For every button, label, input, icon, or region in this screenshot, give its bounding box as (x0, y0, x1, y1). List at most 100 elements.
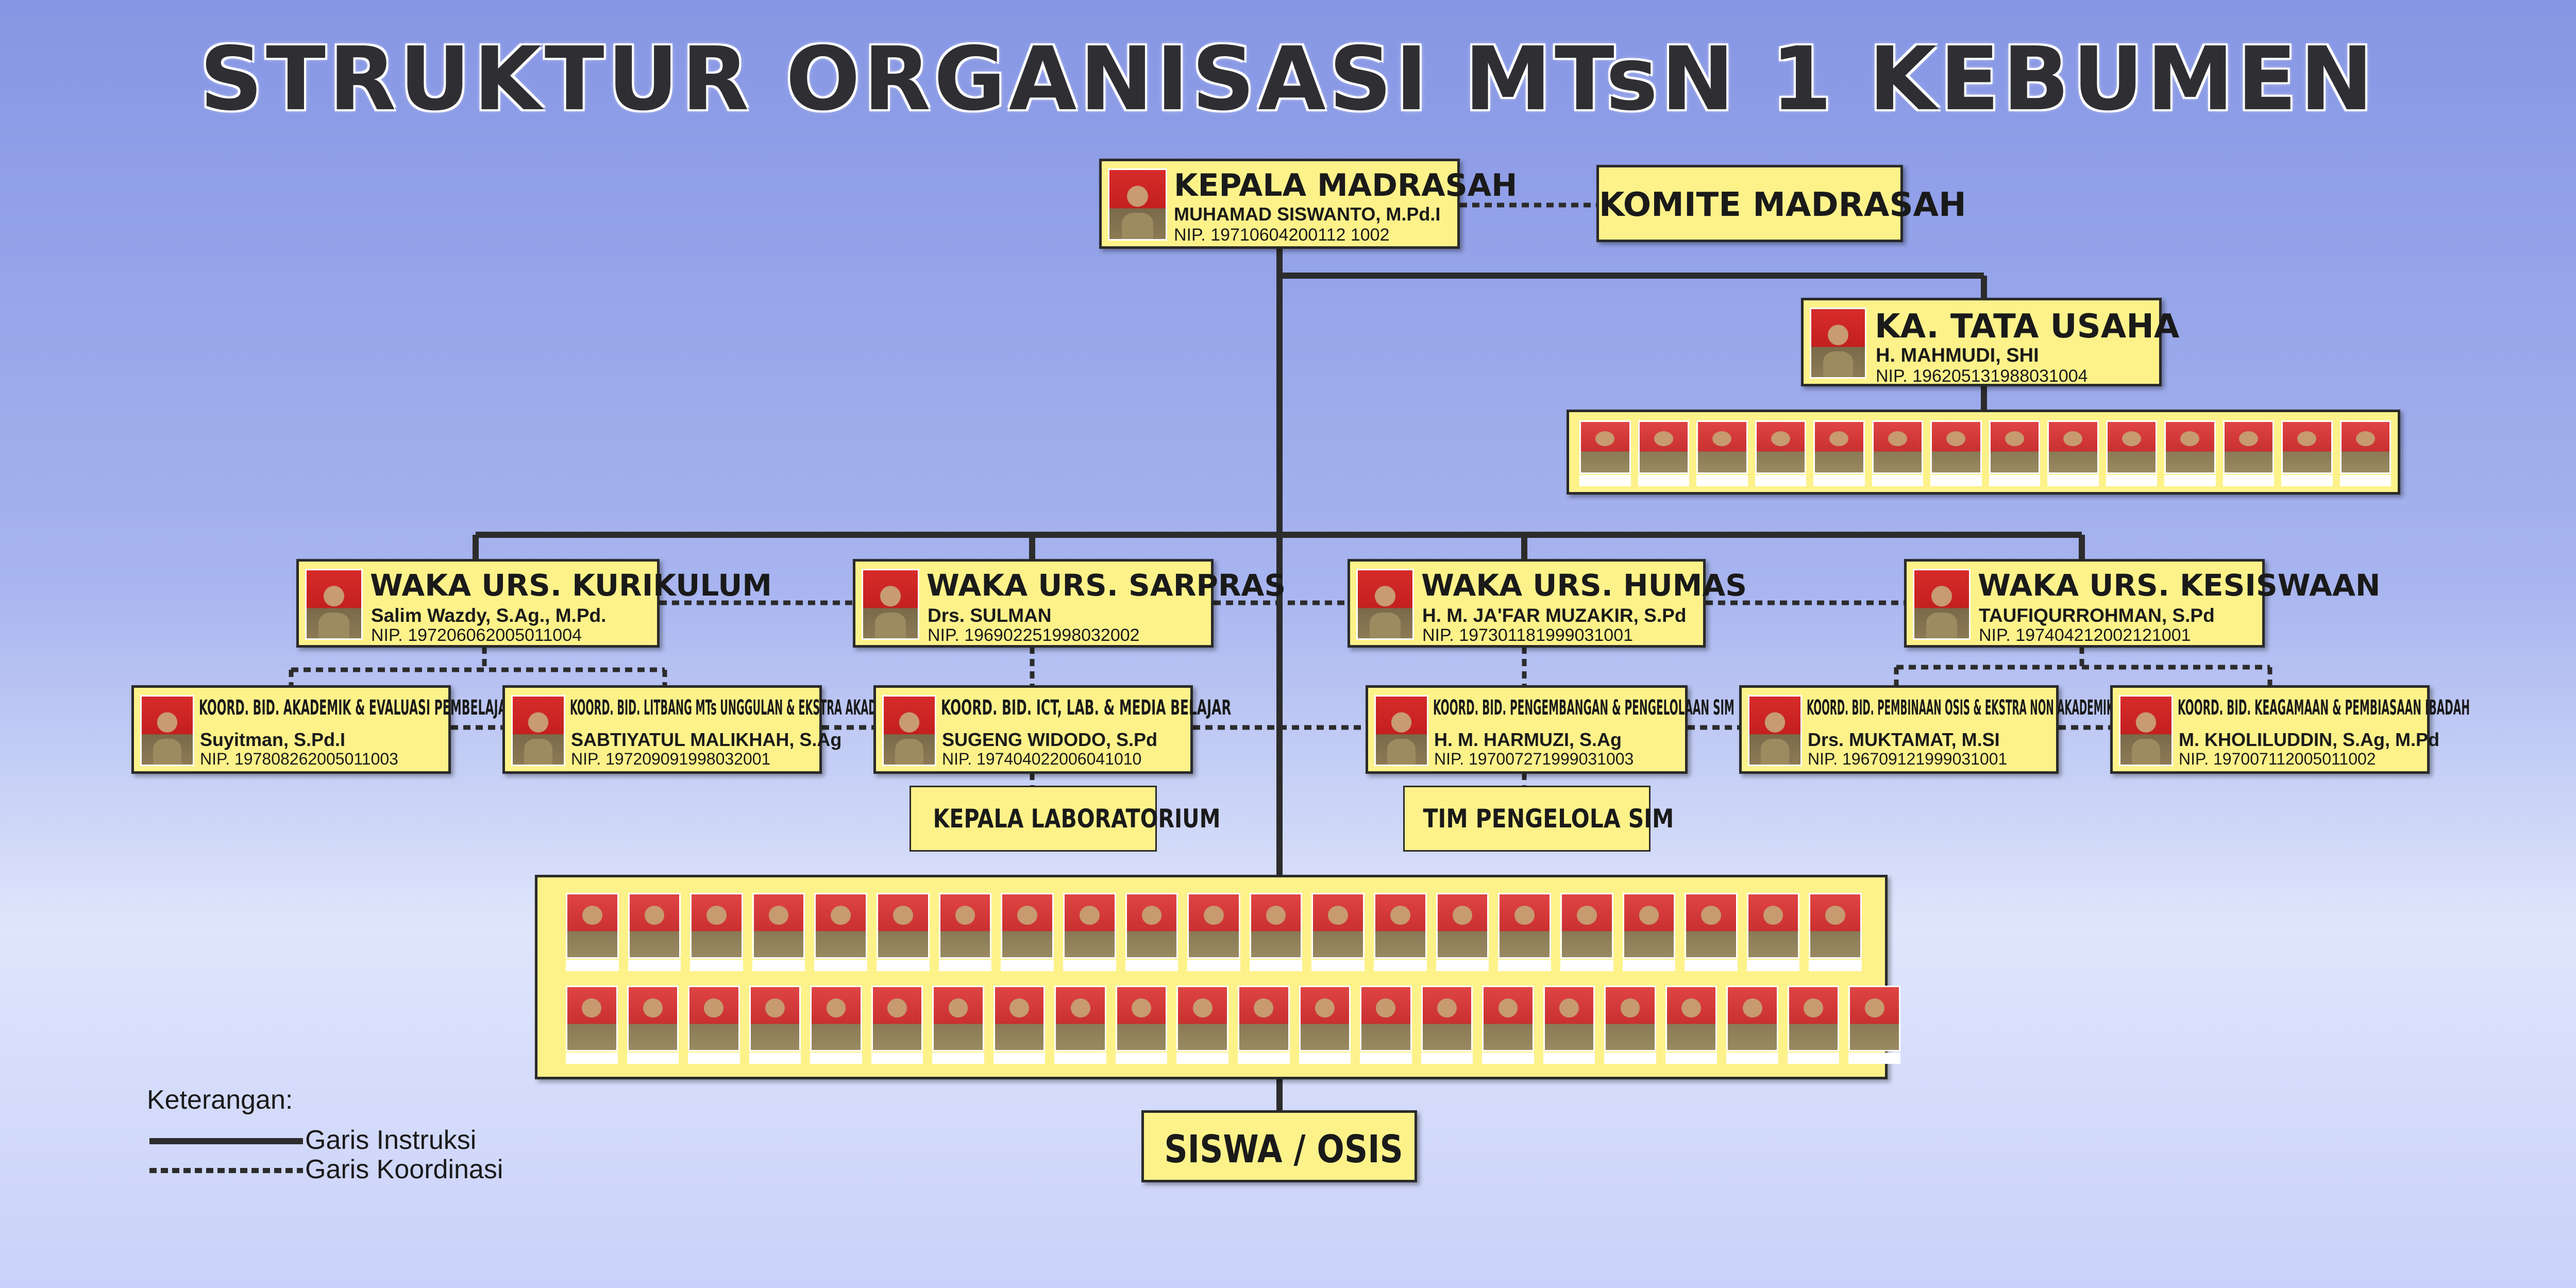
koord-litbang-nip: NIP. 197209091998032001 (571, 750, 771, 768)
tata-usaha-staff-photo (2106, 420, 2157, 474)
koord-ict-photo (882, 695, 936, 766)
waka-humas-photo (1356, 569, 1414, 640)
koord-keagamaan-name: M. KHOLILUDDIN, S.Ag, M.Pd (2179, 729, 2439, 750)
teacher-photo (628, 893, 681, 959)
teacher-item (1809, 893, 1862, 971)
koord-keagamaan-nip: NIP. 197007112005011002 (2179, 750, 2376, 768)
tata-usaha-staff-photo (1813, 420, 1865, 474)
teacher-caption (752, 960, 805, 971)
koord-osis-photo (1748, 695, 1802, 766)
koord-keagamaan-label: KOORD. BID. KEAGAMAAN & PEMBIASAAN IBADA… (2178, 696, 2470, 720)
teacher-photo (690, 893, 743, 959)
teacher-photo (871, 986, 923, 1052)
koord-akademik-photo (140, 695, 194, 766)
waka-humas-name: H. M. JA'FAR MUZAKIR, S.Pd (1422, 605, 1687, 626)
teacher-caption (1125, 960, 1178, 971)
teacher-caption (938, 960, 992, 971)
teacher-photo (810, 986, 862, 1052)
koord-ict-label: KOORD. BID. ICT, LAB. & MEDIA BELAJAR (941, 696, 1232, 720)
legend-title: Keterangan: (147, 1085, 293, 1115)
tata-usaha-staff-item (2164, 420, 2216, 486)
koord-litbang-photo (511, 695, 565, 766)
teacher-item (1622, 893, 1676, 971)
waka-kurikulum-name: Salim Wazdy, S.Ag., M.Pd. (371, 605, 607, 626)
koord-osis-name: Drs. MUKTAMAT, M.SI (1808, 729, 2000, 750)
tata-usaha-staff-photo (1872, 420, 1923, 474)
teacher-caption (1187, 960, 1240, 971)
teacher-photo (1436, 893, 1489, 959)
tata-usaha-staff-photo (1696, 420, 1748, 474)
koord-ict-box: KOORD. BID. ICT, LAB. & MEDIA BELAJAR SU… (873, 685, 1231, 774)
tata-usaha-staff-caption (2047, 475, 2099, 486)
teacher-photo (1299, 986, 1351, 1052)
teacher-caption (877, 960, 930, 971)
teacher-item (1436, 893, 1489, 971)
teacher-photo (932, 986, 984, 1052)
teacher-caption (1543, 1053, 1595, 1064)
kepala-nip: NIP. 19710604200112 1002 (1174, 225, 1390, 245)
teacher-item (1374, 893, 1427, 971)
tata-usaha-staff-item (2339, 420, 2391, 486)
teacher-photo (1238, 986, 1290, 1052)
teacher-caption (1374, 960, 1427, 971)
teacher-caption (566, 960, 619, 971)
teacher-item (932, 986, 984, 1064)
koord-sim-label: KOORD. BID. PENGEMBANGAN & PENGELOLAAN S… (1433, 696, 1735, 720)
teacher-caption (1848, 1053, 1900, 1064)
teacher-photo (1063, 893, 1116, 959)
teacher-photo (749, 986, 801, 1052)
tata-usaha-staff-photo (2164, 420, 2216, 474)
teacher-item (749, 986, 801, 1064)
tata-usaha-staff-photo (2281, 420, 2333, 474)
teacher-caption (1299, 1053, 1351, 1064)
teacher-item (1421, 986, 1473, 1064)
teacher-caption (566, 1053, 618, 1064)
tata-usaha-staff-photo (2339, 420, 2391, 474)
koord-osis-label: KOORD. BID. PEMBINAAN OSIS & EKSTRA NON … (1807, 696, 2114, 720)
teacher-photo (993, 986, 1046, 1052)
waka-sarpras-photo (862, 569, 919, 640)
teacher-photo (1115, 986, 1168, 1052)
tata-usaha-label: KA. TATA USAHA (1875, 308, 2180, 346)
koord-akademik-box: KOORD. BID. AKADEMIK & EVALUASI PEMBELAJ… (131, 685, 534, 774)
teacher-photo (1498, 893, 1551, 959)
teacher-item (1054, 986, 1106, 1064)
teacher-caption (814, 960, 868, 971)
teacher-photo (1421, 986, 1473, 1052)
teacher-item (1115, 986, 1168, 1064)
teacher-item (566, 893, 619, 971)
teacher-item (688, 986, 740, 1064)
waka-sarpras-label: WAKA URS. SARPRAS (927, 568, 1286, 603)
teacher-photo (752, 893, 805, 959)
kepala-name: MUHAMAD SISWANTO, M.Pd.I (1174, 204, 1441, 225)
teacher-item (1604, 986, 1656, 1064)
legend-instruksi: Garis Instruksi (305, 1125, 477, 1155)
teacher-photo (1054, 986, 1106, 1052)
koord-akademik-name: Suyitman, S.Pd.I (200, 729, 346, 750)
teacher-caption (628, 960, 681, 971)
teacher-photo (814, 893, 868, 959)
teacher-photo (1560, 893, 1613, 959)
tata-usaha-staff-caption (2223, 475, 2274, 486)
koord-ict-name: SUGENG WIDODO, S.Pd (942, 729, 1158, 750)
teachers-row-1 (566, 893, 1862, 971)
koord-keagamaan-photo (2119, 695, 2173, 766)
tata-usaha-staff-photo (1989, 420, 2040, 474)
koord-sim-box: KOORD. BID. PENGEMBANGAN & PENGELOLAAN S… (1366, 685, 1735, 774)
teacher-item (628, 893, 681, 971)
teacher-item (1125, 893, 1178, 971)
tata-usaha-staff-item (1930, 420, 1982, 486)
tata-usaha-staff-caption (1696, 475, 1748, 486)
koord-litbang-name: SABTIYATUL MALIKHAH, S.Ag (571, 729, 842, 750)
tata-usaha-staff-item (1989, 420, 2040, 486)
teacher-item (1063, 893, 1116, 971)
teacher-item (1787, 986, 1840, 1064)
teacher-caption (932, 1053, 984, 1064)
waka-kurikulum-photo (305, 569, 363, 640)
waka-kesiswaan-name: TAUFIQURROHMAN, S.Pd (1979, 605, 2215, 626)
tata-usaha-staff-photo (2047, 420, 2099, 474)
teacher-item (1187, 893, 1240, 971)
teachers-panel (535, 875, 1900, 1079)
tata-usaha-staff-photo (1638, 420, 1689, 474)
